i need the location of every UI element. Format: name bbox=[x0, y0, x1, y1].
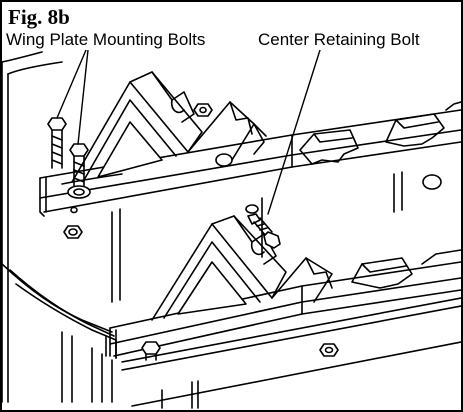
lower-rail bbox=[109, 261, 461, 359]
wing-plate-mounting-bolts bbox=[47, 117, 91, 214]
loose-nut-left bbox=[63, 225, 83, 239]
center-retaining-bolt bbox=[245, 204, 281, 249]
figure-title: Fig. 8b bbox=[8, 6, 74, 28]
upper-left-bracket bbox=[71, 71, 267, 183]
upper-wing-plates bbox=[299, 101, 461, 165]
wing-plate-mounting-bolts-label: Wing Plate Mounting Bolts bbox=[6, 30, 209, 50]
center-retaining-bolt-label: Center Retaining Bolt bbox=[255, 30, 423, 50]
stud-bumps bbox=[215, 153, 442, 190]
lower-nut bbox=[319, 343, 339, 357]
upper-nut bbox=[193, 103, 213, 117]
lower-bolt-head bbox=[141, 341, 161, 361]
leader-lines bbox=[56, 49, 321, 215]
lower-bracket bbox=[151, 215, 461, 321]
